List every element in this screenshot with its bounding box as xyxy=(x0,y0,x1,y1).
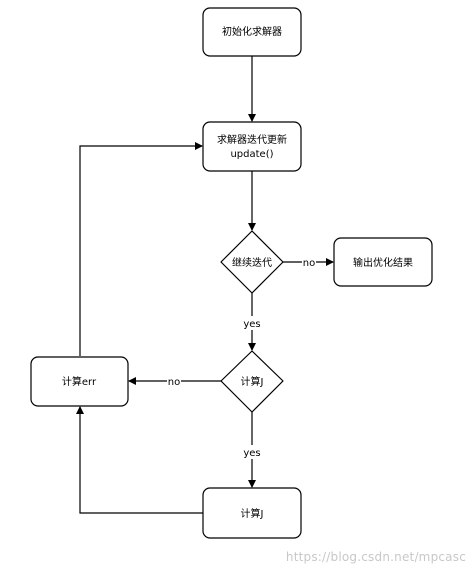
edge-label-continue-yes: yes xyxy=(243,319,260,330)
edge-label-continue-no: no xyxy=(303,258,315,269)
node-compute-err: 计算err xyxy=(30,356,129,407)
watermark-text: https://blog.csdn.net/mpcasc xyxy=(285,550,466,564)
edge-label-check-yes: yes xyxy=(243,448,260,459)
node-continue-iteration-label: 继续迭代 xyxy=(232,256,272,269)
node-init-solver: 初始化求解器 xyxy=(202,7,302,57)
edge-labels: no yes no yes xyxy=(167,255,316,459)
node-solver-update-label-line2: update() xyxy=(230,149,273,160)
node-output-result: 输出优化结果 xyxy=(333,237,433,287)
node-compute-j-check: 计算J xyxy=(220,350,284,413)
edge-compute-j-to-err xyxy=(76,406,203,514)
node-init-solver-label: 初始化求解器 xyxy=(222,25,282,38)
edge-err-to-update xyxy=(79,142,203,356)
node-continue-iteration: 继续迭代 xyxy=(220,230,284,294)
node-compute-j: 计算J xyxy=(202,487,302,539)
edge-label-check-no: no xyxy=(168,377,180,388)
node-compute-err-label: 计算err xyxy=(62,375,97,388)
node-solver-update-label-line1: 求解器迭代更新 xyxy=(217,133,287,146)
node-compute-j-label: 计算J xyxy=(241,507,264,520)
nodes: 初始化求解器 求解器迭代更新 update() 继续迭代 输出优化结果 计算J … xyxy=(30,7,433,539)
node-compute-j-check-label: 计算J xyxy=(241,375,264,388)
node-solver-update: 求解器迭代更新 update() xyxy=(202,121,302,172)
node-output-result-label: 输出优化结果 xyxy=(353,256,413,269)
